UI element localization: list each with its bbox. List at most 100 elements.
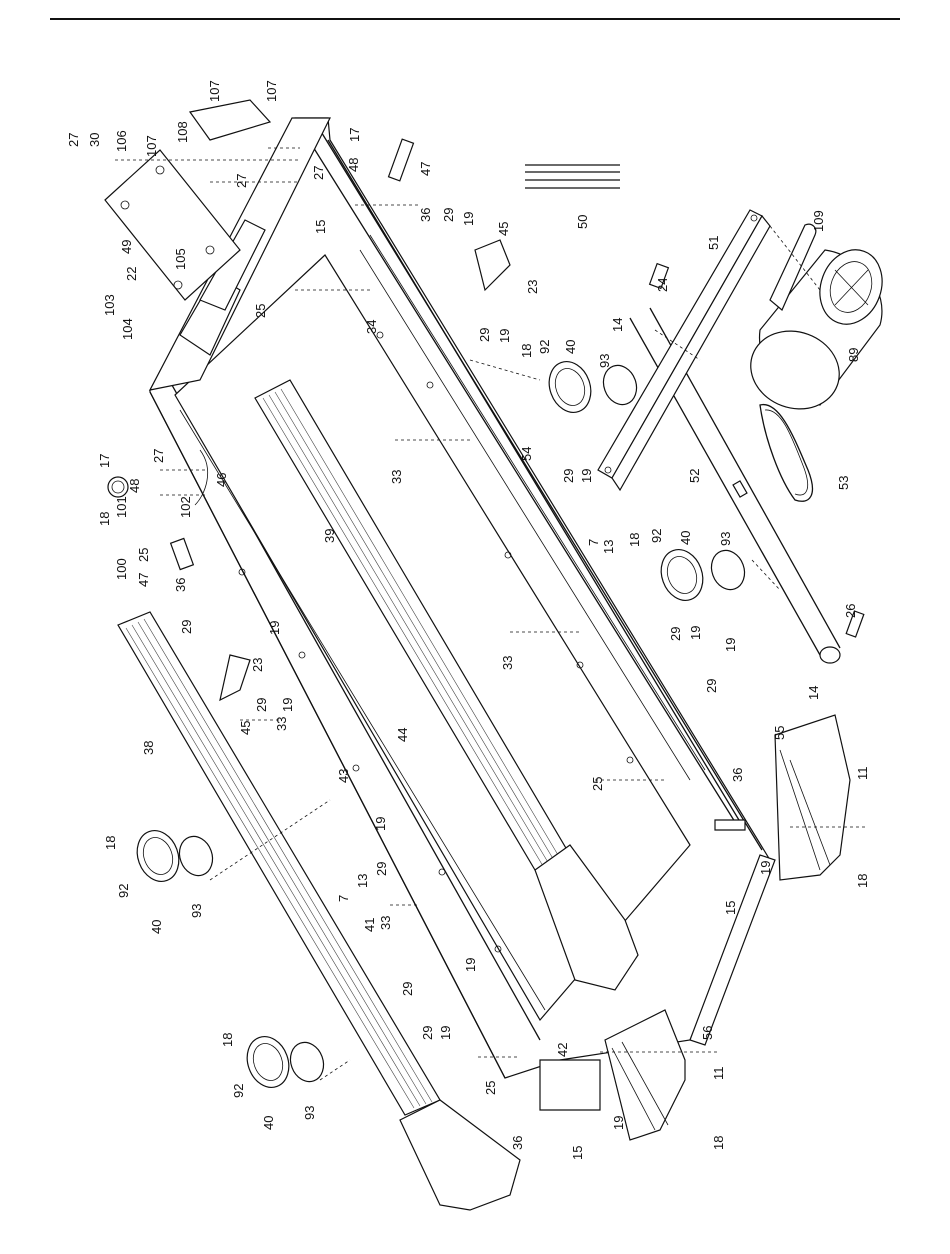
callout-c61: 53 [836, 476, 851, 490]
callout-c78: 43 [336, 769, 351, 783]
callout-c108: 18 [711, 1136, 726, 1150]
callout-c43: 46 [214, 473, 229, 487]
callout-c62: 29 [668, 627, 683, 641]
callout-c98: 15 [723, 901, 738, 915]
callout-c83: 18 [855, 874, 870, 888]
callout-c54: 7 [586, 539, 601, 546]
isolator-set-4 [246, 1036, 325, 1088]
callout-c28: 19 [497, 329, 512, 343]
callout-c60: 52 [687, 469, 702, 483]
callout-c65: 19 [723, 638, 738, 652]
callout-c95: 29 [400, 982, 415, 996]
callout-c39: 33 [389, 470, 404, 484]
callout-c109: 36 [510, 1136, 525, 1150]
callout-c76: 38 [141, 741, 156, 755]
callout-c56: 18 [627, 533, 642, 547]
callout-c01: 107 [207, 80, 222, 102]
callout-c97: 29 [420, 1026, 435, 1040]
hardware-sketches [107, 138, 865, 702]
callout-c34: 24 [655, 278, 670, 292]
callout-c86: 40 [149, 920, 164, 934]
callout-c17: 45 [496, 222, 511, 236]
callout-c03: 108 [175, 121, 190, 143]
side-rail-38 [117, 611, 521, 1211]
callout-c06: 106 [114, 130, 129, 152]
callout-c66: 29 [704, 679, 719, 693]
callout-c110: 15 [570, 1146, 585, 1160]
callout-c29: 18 [519, 344, 534, 358]
callout-c100: 18 [220, 1033, 235, 1047]
callout-c19: 50 [575, 215, 590, 229]
callout-c68: 14 [806, 686, 821, 700]
callout-c37: 89 [846, 348, 861, 362]
callout-c93: 41 [362, 918, 377, 932]
callout-c02: 107 [264, 80, 279, 102]
callout-c91: 7 [336, 895, 351, 902]
motor-shroud-109 [769, 223, 817, 311]
hood-108 [188, 99, 272, 141]
drive-belt-53 [759, 404, 813, 502]
callout-c104: 25 [483, 1081, 498, 1095]
callout-c44: 101 [114, 496, 129, 518]
motor-plate-49 [104, 149, 241, 301]
callout-c10: 47 [418, 162, 433, 176]
callout-c09: 48 [346, 158, 361, 172]
callout-c27: 29 [477, 328, 492, 342]
callout-c35: 51 [706, 236, 721, 250]
callout-c96: 19 [438, 1026, 453, 1040]
callout-c45: 102 [178, 496, 193, 518]
callout-c40: 17 [97, 454, 112, 468]
callout-c22: 22 [124, 267, 139, 281]
motor-89 [750, 249, 883, 410]
callout-c90: 13 [355, 874, 370, 888]
callout-c80: 36 [730, 768, 745, 782]
callout-c64: 33 [500, 656, 515, 670]
callout-c75: 33 [274, 717, 289, 731]
callout-c26: 34 [364, 320, 379, 334]
callout-c15: 29 [441, 208, 456, 222]
callout-c33: 14 [610, 318, 625, 332]
callout-c21: 105 [173, 248, 188, 270]
callout-c23: 103 [102, 294, 117, 316]
callout-c05: 30 [87, 133, 102, 147]
callout-c79: 25 [590, 777, 605, 791]
callout-c85: 92 [116, 884, 131, 898]
callout-c69: 29 [179, 620, 194, 634]
callout-labels: 107 107 108 27 30 106 107 17 48 47 27 27… [66, 80, 870, 1160]
callout-c16: 19 [461, 212, 476, 226]
rear-foot-55 [774, 714, 851, 881]
isolator-set-2 [660, 549, 746, 601]
callout-c32: 93 [597, 354, 612, 368]
callout-c106: 56 [700, 1026, 715, 1040]
callout-c92: 33 [378, 916, 393, 930]
callout-c12: 27 [234, 174, 249, 188]
callout-c48: 25 [136, 548, 151, 562]
rear-foot-56 [604, 1009, 686, 1141]
callout-c53: 19 [579, 469, 594, 483]
callout-c30: 92 [537, 340, 552, 354]
callout-c58: 40 [678, 531, 693, 545]
callout-c51: 39 [322, 529, 337, 543]
isolator-set-1 [548, 361, 638, 413]
callout-c57: 92 [649, 529, 664, 543]
callout-c46: 18 [97, 512, 112, 526]
callout-c111: 19 [611, 1116, 626, 1130]
callout-c105: 42 [555, 1043, 570, 1057]
leader-lines [115, 147, 865, 1081]
callout-c18: 23 [525, 280, 540, 294]
callout-c31: 40 [563, 340, 578, 354]
callout-c11: 27 [311, 166, 326, 180]
callout-c77: 44 [395, 728, 410, 742]
callout-c14: 36 [418, 208, 433, 222]
callout-c04: 27 [66, 133, 81, 147]
callout-c94: 19 [463, 958, 478, 972]
callout-c13: 15 [313, 220, 328, 234]
callout-c38: 54 [519, 447, 534, 461]
cable-ties-50 [525, 164, 620, 189]
side-rail-39 [254, 379, 639, 991]
callout-c52: 29 [561, 469, 576, 483]
callout-c82: 11 [855, 767, 870, 781]
callout-c72: 45 [238, 721, 253, 735]
callout-c88: 19 [373, 817, 388, 831]
